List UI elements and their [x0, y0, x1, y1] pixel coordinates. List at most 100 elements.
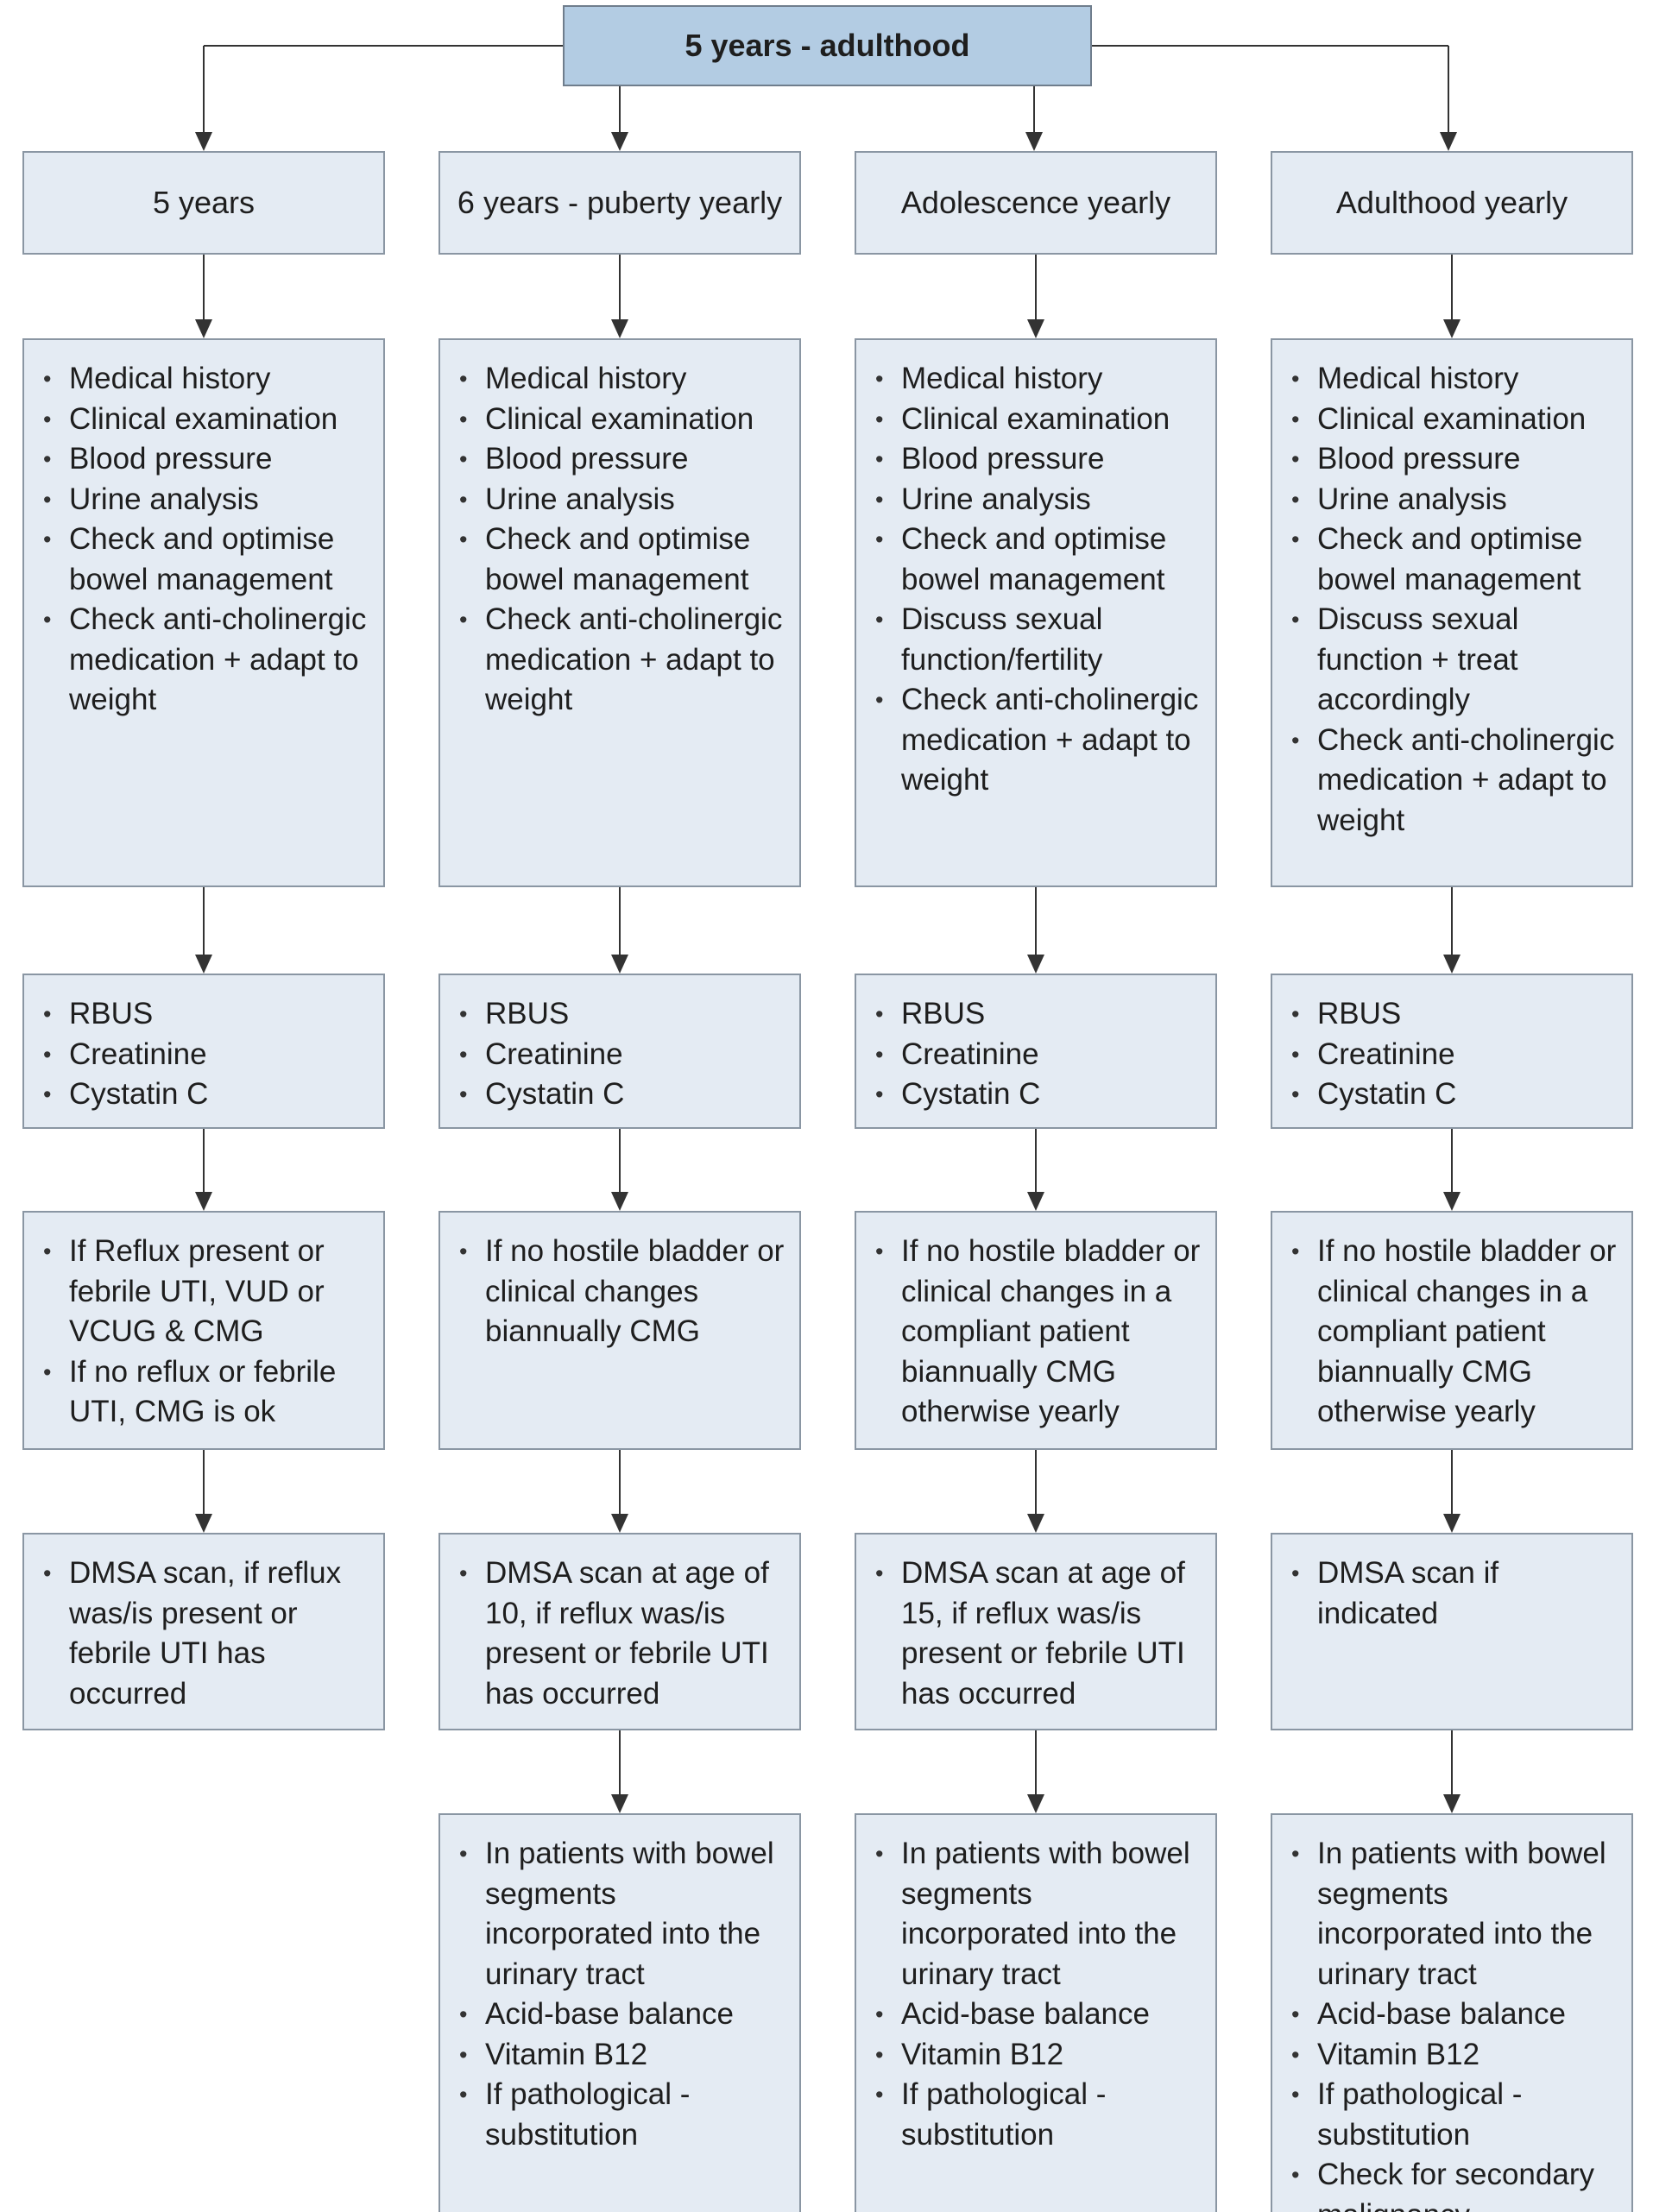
- step-list: If no hostile bladder or clinical change…: [1272, 1213, 1631, 1433]
- step-box: Medical historyClinical examinationBlood…: [855, 338, 1217, 887]
- step-item: If no hostile bladder or clinical change…: [875, 1232, 1203, 1433]
- step-list: DMSA scan, if reflux was/is present or f…: [24, 1535, 383, 1714]
- step-box: Medical historyClinical examinationBlood…: [438, 338, 801, 887]
- step-item: If pathological - substitution: [1291, 2075, 1619, 2155]
- step-list: If no hostile bladder or clinical change…: [856, 1213, 1215, 1433]
- step-list: DMSA scan at age of 10, if reflux was/is…: [440, 1535, 799, 1714]
- step-item: DMSA scan if indicated: [1291, 1553, 1619, 1634]
- step-item: Clinical examination: [1291, 400, 1619, 440]
- step-box: RBUSCreatinineCystatin C: [22, 974, 385, 1129]
- step-box: RBUSCreatinineCystatin C: [438, 974, 801, 1129]
- column-header: 5 years: [22, 151, 385, 255]
- arrowhead: [195, 132, 212, 151]
- step-item: Discuss sexual function + treat accordin…: [1291, 600, 1619, 721]
- step-list: RBUSCreatinineCystatin C: [856, 975, 1215, 1115]
- arrowhead: [1025, 132, 1043, 151]
- arrowhead: [611, 1514, 628, 1533]
- step-item: In patients with bowel segments incorpor…: [1291, 1834, 1619, 1995]
- step-item: If no hostile bladder or clinical change…: [459, 1232, 787, 1352]
- arrowhead: [1443, 319, 1461, 338]
- step-item: Check and optimise bowel management: [875, 520, 1203, 600]
- step-box: In patients with bowel segments incorpor…: [438, 1813, 801, 2212]
- arrowhead: [195, 319, 212, 338]
- step-item: RBUS: [875, 994, 1203, 1035]
- step-box: If no hostile bladder or clinical change…: [855, 1211, 1217, 1450]
- step-item: Creatinine: [459, 1035, 787, 1075]
- arrowhead: [1027, 1192, 1044, 1211]
- arrowhead: [611, 1794, 628, 1813]
- column-header: 6 years - puberty yearly: [438, 151, 801, 255]
- step-item: Cystatin C: [459, 1074, 787, 1115]
- arrowhead: [611, 319, 628, 338]
- step-item: Cystatin C: [875, 1074, 1203, 1115]
- arrowhead: [1443, 1192, 1461, 1211]
- step-list: DMSA scan if indicated: [1272, 1535, 1631, 1634]
- arrowhead: [611, 132, 628, 151]
- step-list: DMSA scan at age of 15, if reflux was/is…: [856, 1535, 1215, 1714]
- arrowhead: [1027, 955, 1044, 974]
- step-item: Acid-base balance: [1291, 1995, 1619, 2035]
- step-item: Acid-base balance: [459, 1995, 787, 2035]
- step-list: In patients with bowel segments incorpor…: [856, 1815, 1215, 2155]
- step-box: In patients with bowel segments incorpor…: [1271, 1813, 1633, 2212]
- step-list: RBUSCreatinineCystatin C: [440, 975, 799, 1115]
- step-list: Medical historyClinical examinationBlood…: [24, 340, 383, 721]
- step-item: If pathological - substitution: [459, 2075, 787, 2155]
- step-item: DMSA scan at age of 15, if reflux was/is…: [875, 1553, 1203, 1714]
- step-item: Blood pressure: [875, 439, 1203, 480]
- step-box: If Reflux present or febrile UTI, VUD or…: [22, 1211, 385, 1450]
- arrowhead: [1443, 955, 1461, 974]
- column-header: Adolescence yearly: [855, 151, 1217, 255]
- step-item: Medical history: [43, 359, 371, 400]
- step-item: RBUS: [1291, 994, 1619, 1035]
- arrowhead: [1443, 1514, 1461, 1533]
- step-item: Check anti-cholinergic medication + adap…: [459, 600, 787, 721]
- step-box: RBUSCreatinineCystatin C: [855, 974, 1217, 1129]
- step-box: DMSA scan at age of 10, if reflux was/is…: [438, 1533, 801, 1730]
- top-box-title: 5 years - adulthood: [563, 5, 1092, 86]
- step-box: Medical historyClinical examinationBlood…: [1271, 338, 1633, 887]
- step-box: DMSA scan at age of 15, if reflux was/is…: [855, 1533, 1217, 1730]
- step-item: Vitamin B12: [875, 2035, 1203, 2076]
- step-item: Clinical examination: [459, 400, 787, 440]
- step-item: Medical history: [875, 359, 1203, 400]
- step-item: Urine analysis: [875, 480, 1203, 520]
- arrowhead: [611, 1192, 628, 1211]
- step-item: In patients with bowel segments incorpor…: [875, 1834, 1203, 1995]
- step-item: Check for secondary malignancy: [1291, 2155, 1619, 2212]
- step-item: Clinical examination: [43, 400, 371, 440]
- arrowhead: [195, 955, 212, 974]
- step-item: Discuss sexual function/fertility: [875, 600, 1203, 680]
- step-item: Blood pressure: [1291, 439, 1619, 480]
- step-list: If Reflux present or febrile UTI, VUD or…: [24, 1213, 383, 1433]
- arrowhead: [1027, 319, 1044, 338]
- step-item: Urine analysis: [459, 480, 787, 520]
- step-item: DMSA scan at age of 10, if reflux was/is…: [459, 1553, 787, 1714]
- arrowhead: [1440, 132, 1457, 151]
- arrowhead: [1027, 1514, 1044, 1533]
- step-list: Medical historyClinical examinationBlood…: [856, 340, 1215, 801]
- step-item: Blood pressure: [459, 439, 787, 480]
- step-item: Cystatin C: [43, 1074, 371, 1115]
- step-item: Creatinine: [43, 1035, 371, 1075]
- step-item: Cystatin C: [1291, 1074, 1619, 1115]
- step-list: In patients with bowel segments incorpor…: [1272, 1815, 1631, 2212]
- step-list: Medical historyClinical examinationBlood…: [1272, 340, 1631, 841]
- arrowhead: [1443, 1794, 1461, 1813]
- step-item: In patients with bowel segments incorpor…: [459, 1834, 787, 1995]
- step-item: If no reflux or febrile UTI, CMG is ok: [43, 1352, 371, 1433]
- step-item: RBUS: [43, 994, 371, 1035]
- step-item: Urine analysis: [1291, 480, 1619, 520]
- step-box: DMSA scan if indicated: [1271, 1533, 1633, 1730]
- step-item: Check and optimise bowel management: [43, 520, 371, 600]
- step-item: Check and optimise bowel management: [459, 520, 787, 600]
- step-item: Check anti-cholinergic medication + adap…: [875, 680, 1203, 801]
- arrowhead: [195, 1192, 212, 1211]
- step-item: Vitamin B12: [459, 2035, 787, 2076]
- step-item: Creatinine: [875, 1035, 1203, 1075]
- step-box: If no hostile bladder or clinical change…: [438, 1211, 801, 1450]
- step-item: Blood pressure: [43, 439, 371, 480]
- step-item: Acid-base balance: [875, 1995, 1203, 2035]
- arrowhead: [195, 1514, 212, 1533]
